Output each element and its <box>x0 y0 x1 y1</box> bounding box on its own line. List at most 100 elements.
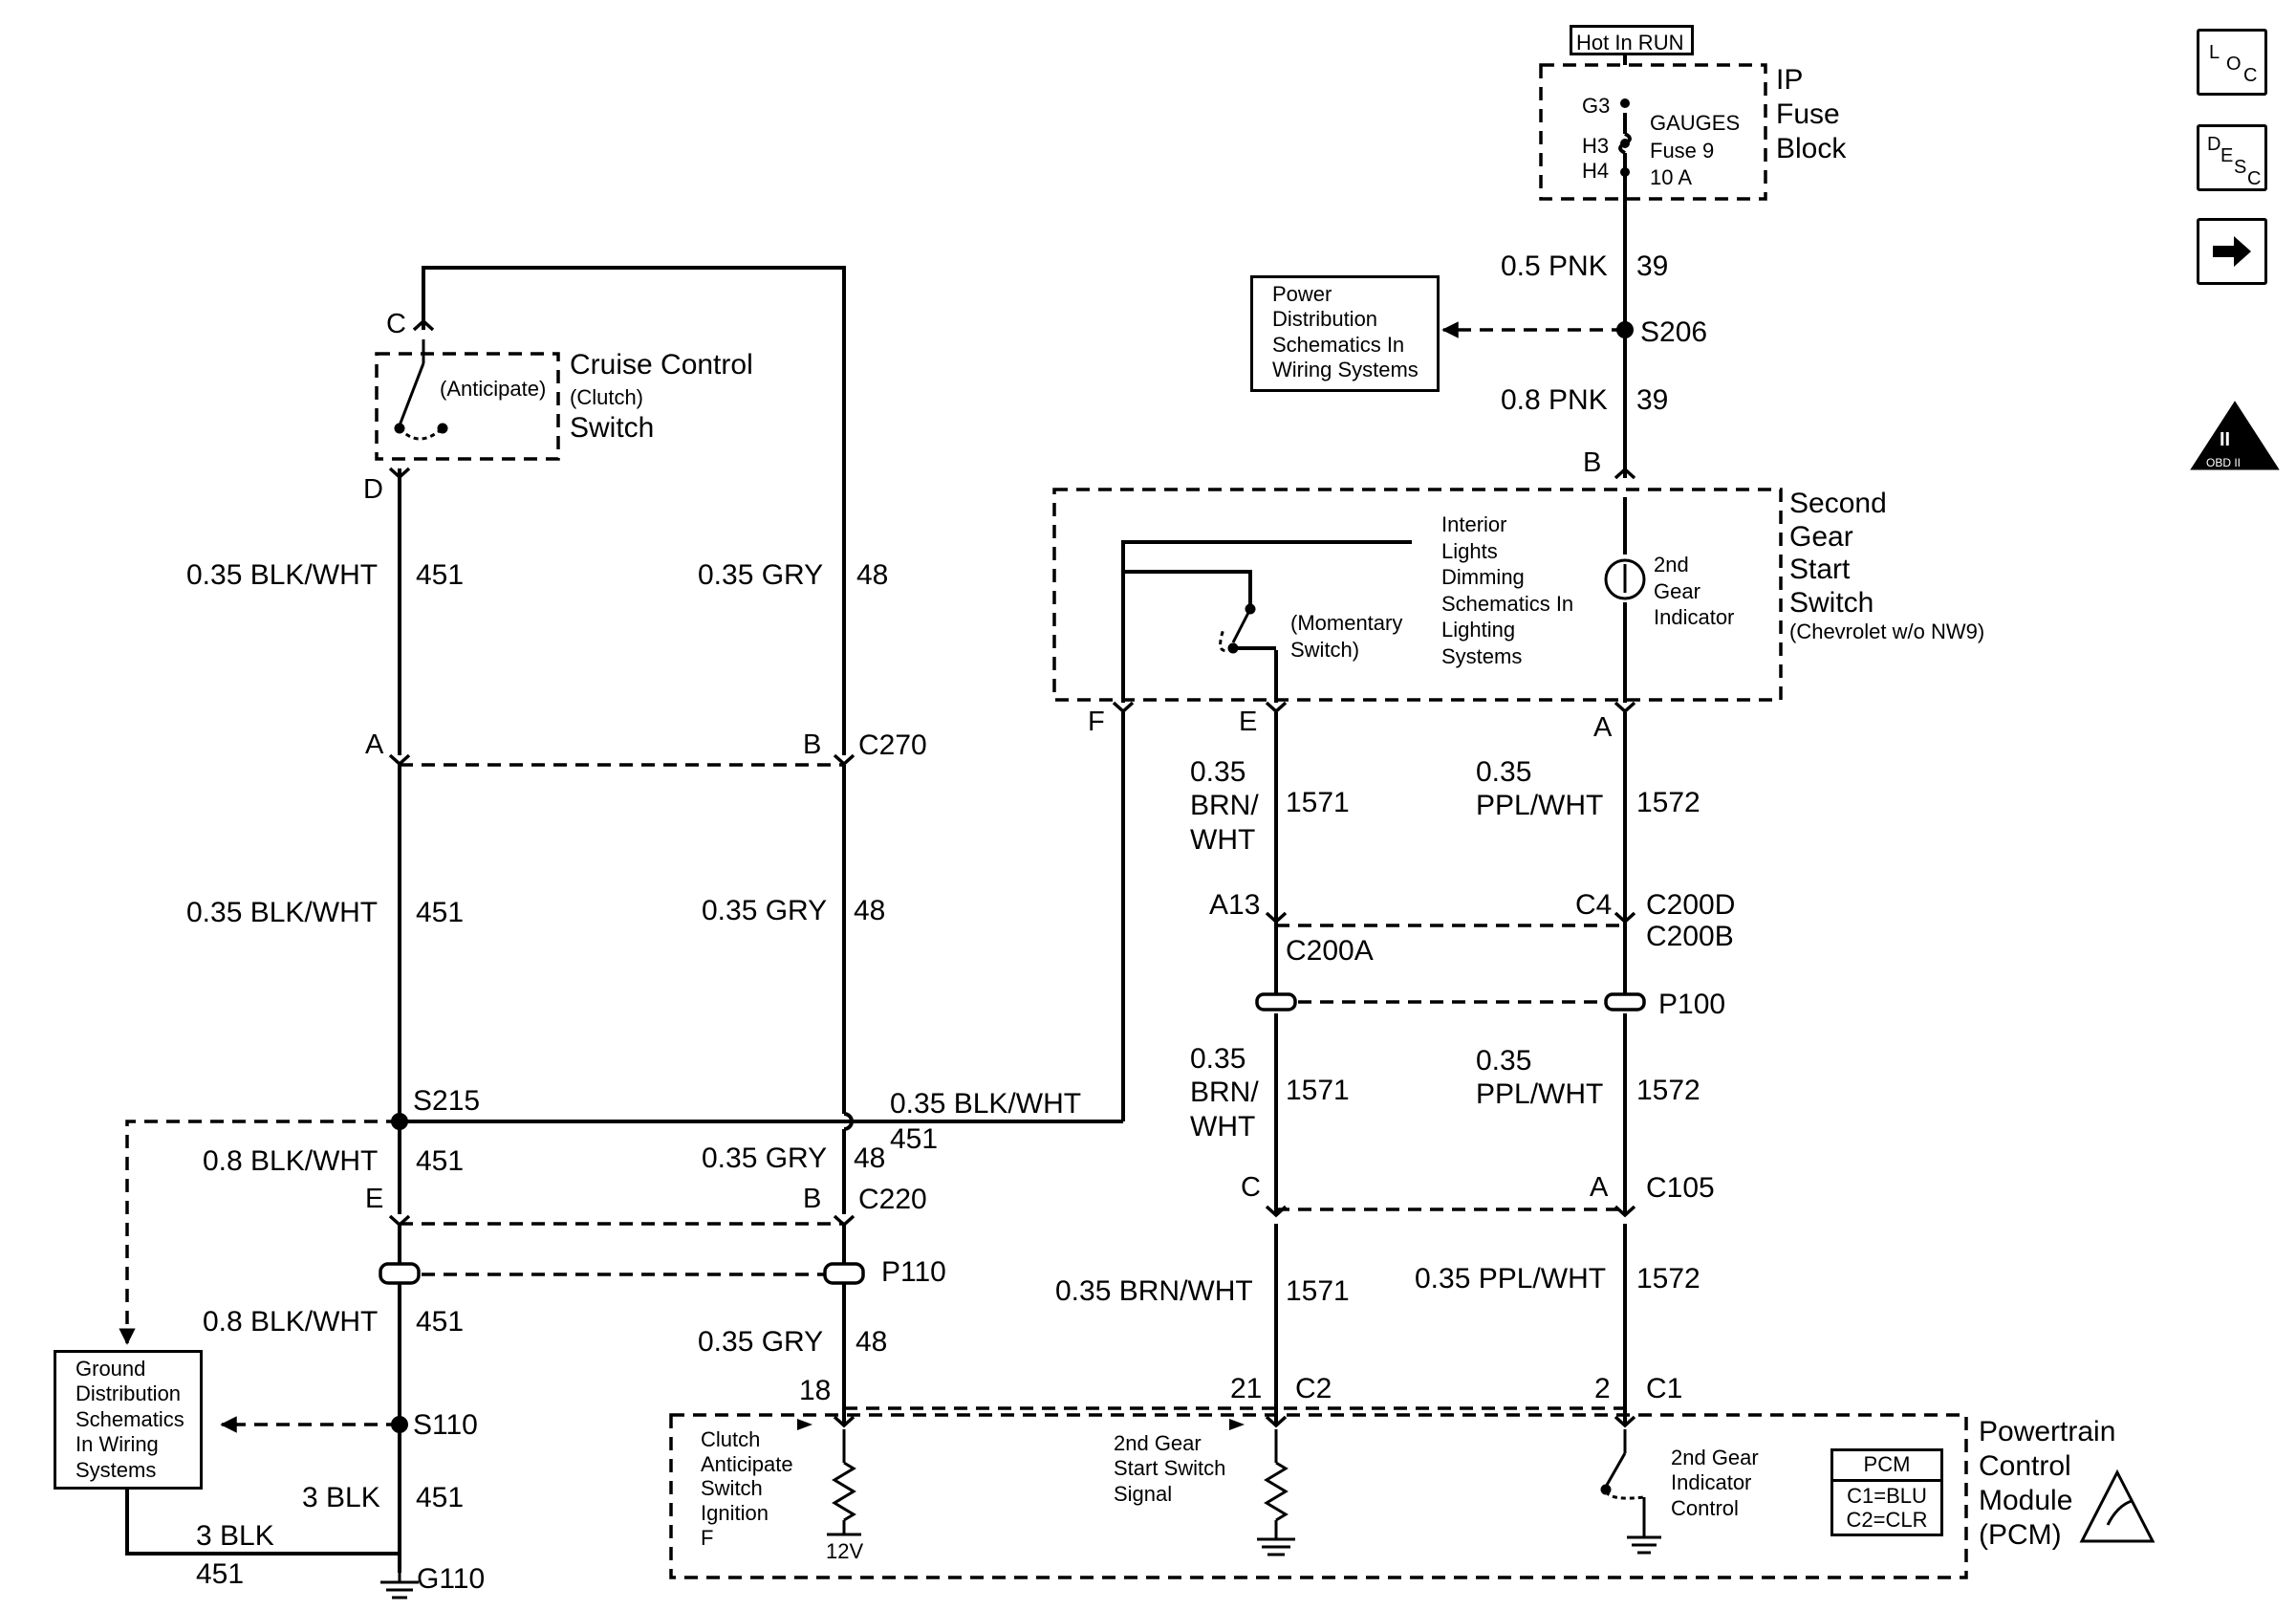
wire-451-size-color-e: 3 BLK <box>302 1482 380 1513</box>
ground-wire-size-color: 3 BLK <box>196 1520 274 1552</box>
splice-s110-label: S110 <box>413 1409 478 1441</box>
wire-451-circuit-a: 451 <box>416 559 465 591</box>
wire-451-jumper-circuit: 451 <box>890 1123 939 1155</box>
wire-39-size-color-top: 0.5 PNK <box>1501 250 1608 282</box>
wire-1572-size-color-a: 0.35 PPL/WHT <box>1476 756 1604 822</box>
obd-ii-text: OBD II <box>2206 456 2242 469</box>
ground-distribution-reference[interactable]: Ground Distribution Schematics In Wiring… <box>54 1350 203 1490</box>
wire-39-circuit-bottom: 39 <box>1636 384 1669 416</box>
splice-s110 <box>391 1416 408 1433</box>
pass-through-p110: P110 <box>881 1256 946 1288</box>
connector-c200b: C200B <box>1646 921 1734 952</box>
splice-s215 <box>391 1113 408 1130</box>
obd-ii-icon <box>2190 401 2280 470</box>
splice-s215-label: S215 <box>413 1085 481 1117</box>
obd-ii-symbol: II <box>2220 429 2231 450</box>
cruise-switch-title: Cruise Control <box>570 349 753 381</box>
pcm-legend-c1: C1=BLU <box>1847 1484 1927 1508</box>
wire-451-circuit-b: 451 <box>416 897 465 928</box>
interior-lights-reference[interactable]: Interior Lights Dimming Schematics In Li… <box>1441 512 1574 668</box>
wire-39-size-color-bottom: 0.8 PNK <box>1501 384 1608 416</box>
wire-1571-circuit-a: 1571 <box>1286 787 1350 818</box>
wire-48-size-color-a: 0.35 GRY <box>698 559 824 591</box>
connector-pin-a: A <box>1593 712 1613 743</box>
wire-1571-size-color-a: 0.35 BRN/ WHT <box>1190 756 1259 856</box>
wire-48-circuit-b: 48 <box>854 895 886 926</box>
desc-letter-e: E <box>2220 145 2234 166</box>
loc-letter-o: O <box>2226 54 2242 75</box>
second-gear-switch-title: Second Gear Start Switch <box>1789 488 1887 619</box>
c105-pin-c: C <box>1241 1172 1261 1203</box>
momentary-switch-label: (Momentary Switch) <box>1290 611 1403 662</box>
wire-39-circuit-top: 39 <box>1636 250 1669 282</box>
wire-451-size-color-c: 0.8 BLK/WHT <box>203 1145 379 1177</box>
connector-c200a: C200A <box>1286 935 1374 967</box>
wire-451-circuit-c: 451 <box>416 1145 465 1177</box>
wire-1572-circuit-c: 1572 <box>1636 1263 1700 1295</box>
pcm-connector-c1: C1 <box>1646 1373 1683 1404</box>
connector-pin-b: B <box>1583 447 1602 478</box>
loc-button[interactable]: L O C <box>2197 29 2267 96</box>
wire-1572-size-color-c: 0.35 PPL/WHT <box>1415 1263 1607 1295</box>
wire-451-size-color-a: 0.35 BLK/WHT <box>186 559 379 591</box>
c200-pin-c4: C4 <box>1575 889 1613 921</box>
desc-letter-c: C <box>2247 168 2262 189</box>
connector-c270: C270 <box>858 729 927 761</box>
desc-letter-d: D <box>2207 134 2221 155</box>
wire-1572-size-color-b: 0.35 PPL/WHT <box>1476 1045 1604 1111</box>
wire-48-size-color-b: 0.35 GRY <box>702 895 828 926</box>
clutch-anticipate-input-label: Clutch Anticipate Switch Ignition F <box>701 1427 793 1550</box>
connector-c200d: C200D <box>1646 889 1736 921</box>
connector-pin-c: C <box>386 309 406 339</box>
c270-pin-b: B <box>803 729 822 760</box>
connector-pin-e: E <box>1239 707 1258 737</box>
wire-48-circuit-c: 48 <box>854 1142 886 1174</box>
hot-in-run-label: Hot In RUN <box>1570 25 1694 55</box>
second-gear-switch-subtitle: (Chevrolet w/o NW9) <box>1789 620 1985 643</box>
pcm-pin-21: 21 <box>1230 1373 1263 1404</box>
wire-1572-circuit-a: 1572 <box>1636 787 1700 818</box>
c270-pin-a: A <box>365 729 384 760</box>
indicator-control-label: 2nd Gear Indicator Control <box>1671 1446 1759 1520</box>
power-distribution-reference[interactable]: Power Distribution Schematics In Wiring … <box>1250 275 1440 392</box>
terminal-g3: G3 <box>1582 94 1611 118</box>
esd-warning-icon <box>2079 1469 2155 1543</box>
loc-letter-c: C <box>2243 65 2258 86</box>
ground-g110: G110 <box>417 1563 486 1595</box>
reference-voltage-12v: 12V <box>826 1539 864 1563</box>
ground-wire-circuit: 451 <box>196 1558 245 1590</box>
c200-pin-a13: A13 <box>1209 889 1261 921</box>
anticipate-label: (Anticipate) <box>440 377 547 401</box>
pcm-legend-title: PCM <box>1833 1451 1940 1482</box>
cruise-switch-title-end: Switch <box>570 412 655 444</box>
connector-c105: C105 <box>1646 1172 1715 1204</box>
desc-button[interactable]: D E S C <box>2197 124 2267 191</box>
pcm-title: Powertrain Control Module (PCM) <box>1979 1416 2116 1551</box>
terminal-h3: H3 <box>1582 134 1610 158</box>
wire-451-size-color-d: 0.8 BLK/WHT <box>203 1306 379 1338</box>
wire-48-circuit-a: 48 <box>856 559 889 591</box>
splice-s206-label: S206 <box>1640 316 1708 348</box>
c220-pin-e: E <box>365 1184 384 1214</box>
wire-1571-circuit-c: 1571 <box>1286 1275 1350 1307</box>
wire-451-circuit-d: 451 <box>416 1306 465 1338</box>
splice-s206 <box>1616 321 1634 338</box>
wire-451-circuit-e: 451 <box>416 1482 465 1513</box>
wire-48-circuit-d: 48 <box>856 1326 888 1358</box>
cruise-switch-subtitle: (Clutch) <box>570 385 644 409</box>
right-arrow-icon <box>2213 236 2251 267</box>
pass-through-p100: P100 <box>1658 989 1726 1020</box>
terminal-h4: H4 <box>1582 159 1610 183</box>
second-gear-switch-outline <box>1052 488 1783 702</box>
wire-1571-size-color-b: 0.35 BRN/ WHT <box>1190 1043 1259 1142</box>
connector-pin-d: D <box>363 474 383 505</box>
cruise-switch-outline <box>375 352 560 461</box>
connector-pin-f: F <box>1088 707 1105 737</box>
pcm-connector-legend: PCM C1=BLU C2=CLR <box>1830 1448 1943 1536</box>
ip-fuse-block-title: IP Fuse Block <box>1776 64 1847 164</box>
second-gear-indicator-label: 2nd Gear Indicator <box>1654 553 1735 629</box>
desc-letter-s: S <box>2234 157 2247 178</box>
next-button[interactable] <box>2197 218 2267 285</box>
wire-1572-circuit-b: 1572 <box>1636 1075 1700 1106</box>
